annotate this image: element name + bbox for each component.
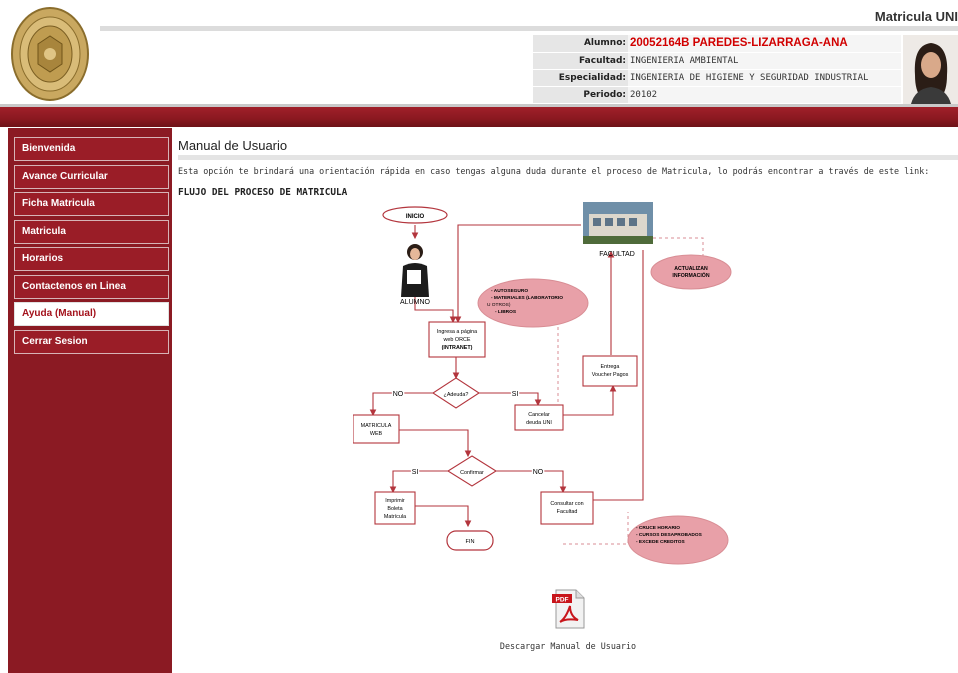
sidebar: Bienvenida Avance Curricular Ficha Matri… [8, 128, 172, 673]
svg-text:- LIBROS: - LIBROS [495, 309, 517, 315]
especialidad-label: Especialidad: [533, 69, 628, 87]
svg-text:- MATERIALES (LABORATORIO: - MATERIALES (LABORATORIO [491, 295, 563, 301]
flow-imprimir-1: Imprimir [385, 498, 405, 504]
periodo-label: Periodo: [533, 86, 628, 104]
sidebar-item-cerrar-sesion[interactable]: Cerrar Sesion [14, 330, 169, 354]
alumno-label: Alumno: [533, 35, 628, 53]
svg-text:- AUTOSEGURO: - AUTOSEGURO [491, 288, 528, 294]
flow-consultar-1: Consultar con [550, 501, 583, 507]
cloud-pagos: - AUTOSEGURO - MATERIALES (LABORATORIO U… [477, 278, 589, 328]
flow-si-2: SI [412, 469, 419, 476]
student-figure-icon [401, 244, 429, 297]
flow-si-1: SI [512, 391, 519, 398]
app-title: Matricula UNI [874, 9, 958, 24]
alumno-value: 20052164B PAREDES-LIZARRAGA-ANA [628, 35, 901, 53]
flow-no-2: NO [533, 469, 544, 476]
cloud-errores: - CRUCE HORARIO - CURSOS DESAPROBADOS - … [627, 515, 729, 565]
flow-fin: FIN [465, 539, 474, 545]
header-divider [0, 104, 958, 107]
pdf-badge: PDF [556, 597, 569, 604]
pdf-icon[interactable]: PDF [552, 588, 586, 630]
sidebar-item-ficha-matricula[interactable]: Ficha Matricula [14, 192, 169, 216]
flow-imprimir-3: Matrícula [384, 514, 406, 520]
flow-ingresa-3: (INTRANET) [442, 345, 473, 351]
sidebar-item-matricula[interactable]: Matricula [14, 220, 169, 244]
title-rule [178, 155, 958, 160]
university-seal-icon [11, 7, 89, 101]
intro-text: Esta opción te brindará una orientación … [178, 166, 930, 176]
student-photo [903, 35, 958, 104]
page-title: Manual de Usuario [178, 138, 288, 153]
header-band [0, 107, 958, 127]
top-rule [100, 26, 958, 31]
flow-matricula-1: MATRICULA [361, 423, 392, 429]
flow-confirmar: Confirmar [460, 470, 484, 476]
facultad-value: INGENIERIA AMBIENTAL [628, 52, 901, 70]
flow-ingresa-2: web ORCE [443, 337, 471, 343]
periodo-value: 20102 [628, 86, 901, 104]
building-icon [583, 202, 653, 244]
flow-consultar-2: Facultad [557, 509, 578, 515]
sidebar-item-contactenos[interactable]: Contactenos en Linea [14, 275, 169, 299]
cloud-actualizan: ACTUALIZAN INFORMACIÓN [650, 254, 732, 290]
sidebar-item-avance-curricular[interactable]: Avance Curricular [14, 165, 169, 189]
svg-text:- CRUCE HORARIO: - CRUCE HORARIO [636, 525, 680, 531]
header: Matricula UNI Alumno: 20052164B PAREDES-… [0, 0, 958, 105]
sidebar-item-bienvenida[interactable]: Bienvenida [14, 137, 169, 161]
svg-text:- EXCEDE CREDITOS: - EXCEDE CREDITOS [636, 539, 685, 545]
process-flowchart: INICIO ALUMNO FACULTAD [353, 200, 813, 585]
student-info-table: Alumno: 20052164B PAREDES-LIZARRAGA-ANA … [533, 35, 901, 104]
sidebar-item-ayuda-manual[interactable]: Ayuda (Manual) [14, 302, 169, 326]
flow-cancelar-2: deuda UNI [526, 420, 552, 426]
sidebar-item-horarios[interactable]: Horarios [14, 247, 169, 271]
especialidad-value: INGENIERIA DE HIGIENE Y SEGURIDAD INDUST… [628, 69, 901, 87]
svg-text:INFORMACIÓN: INFORMACIÓN [672, 271, 709, 279]
flow-imprimir-2: Boleta [387, 506, 402, 512]
flow-matricula-2: WEB [370, 431, 383, 437]
flow-cancelar-1: Cancelar [528, 412, 550, 418]
flow-alumno: ALUMNO [400, 299, 431, 306]
download-manual-link[interactable]: Descargar Manual de Usuario [499, 641, 637, 651]
flow-entrega-2: Voucher Pagos [592, 372, 629, 378]
flowchart-svg: INICIO ALUMNO FACULTAD [353, 202, 732, 565]
main-content: Manual de Usuario Esta opción te brindar… [178, 128, 958, 673]
flow-title: FLUJO DEL PROCESO DE MATRICULA [178, 187, 348, 198]
flow-inicio: INICIO [406, 214, 425, 220]
svg-text:- CURSOS DESAPROBADOS: - CURSOS DESAPROBADOS [636, 532, 703, 538]
flow-facultad: FACULTAD [599, 251, 635, 258]
flow-no-1: NO [393, 391, 404, 398]
flow-entrega-1: Entrega [601, 364, 620, 370]
svg-text:ACTUALIZAN: ACTUALIZAN [674, 266, 708, 272]
flow-adeuda: ¿Adeuda? [444, 392, 469, 398]
facultad-label: Facultad: [533, 52, 628, 70]
svg-text:U OTROS): U OTROS) [487, 302, 511, 308]
flow-ingresa-1: Ingresa a página [437, 329, 477, 335]
